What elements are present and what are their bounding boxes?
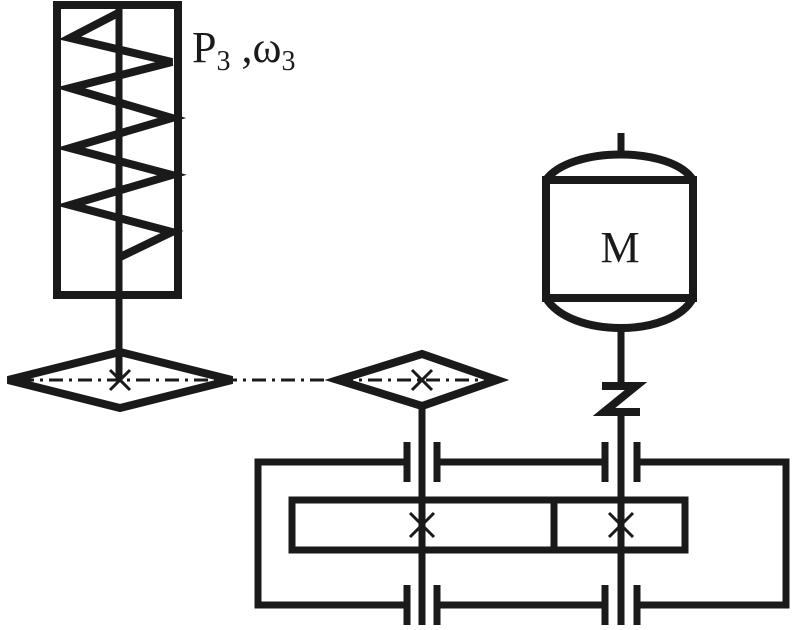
bearing-output-bottom [403,585,441,625]
speed-subscript: 3 [281,46,295,77]
large-sprocket [7,347,233,413]
gearbox-housing [254,458,790,609]
housing-bottom-left [254,498,405,609]
elastic-coupling [592,382,648,416]
screw-conveyor [53,1,187,380]
speed-symbol: ω [252,23,281,72]
small-gear [550,496,689,554]
large-sprocket-axis-mark [108,368,132,392]
motor-top-cap [542,150,697,183]
output-parameters-label: P3 ,ω3 [192,23,295,77]
motor-bottom-cap [542,295,697,332]
electric-motor: M [542,133,697,332]
bearing-output-top [403,442,441,482]
bearings [403,442,641,625]
power-subscript: 3 [216,46,230,77]
large-gear-axis-mark [408,511,436,539]
gear-pair [288,496,689,554]
housing-top-right [638,458,790,498]
power-symbol: P [192,23,216,72]
motor-label: M [600,223,639,272]
motor-shaft-assembly [592,325,648,625]
bearing-input-bottom [601,585,641,625]
small-gear-axis-mark [607,511,635,539]
screw-flight [54,8,187,262]
label-separator: , [230,23,252,72]
housing-bottom-right [638,498,790,609]
bearing-input-top [601,442,641,482]
housing-top-left [254,458,405,498]
small-sprocket [324,349,510,411]
chain-drive [7,347,510,413]
small-sprocket-axis-mark [410,368,434,392]
motor-body [542,176,697,302]
